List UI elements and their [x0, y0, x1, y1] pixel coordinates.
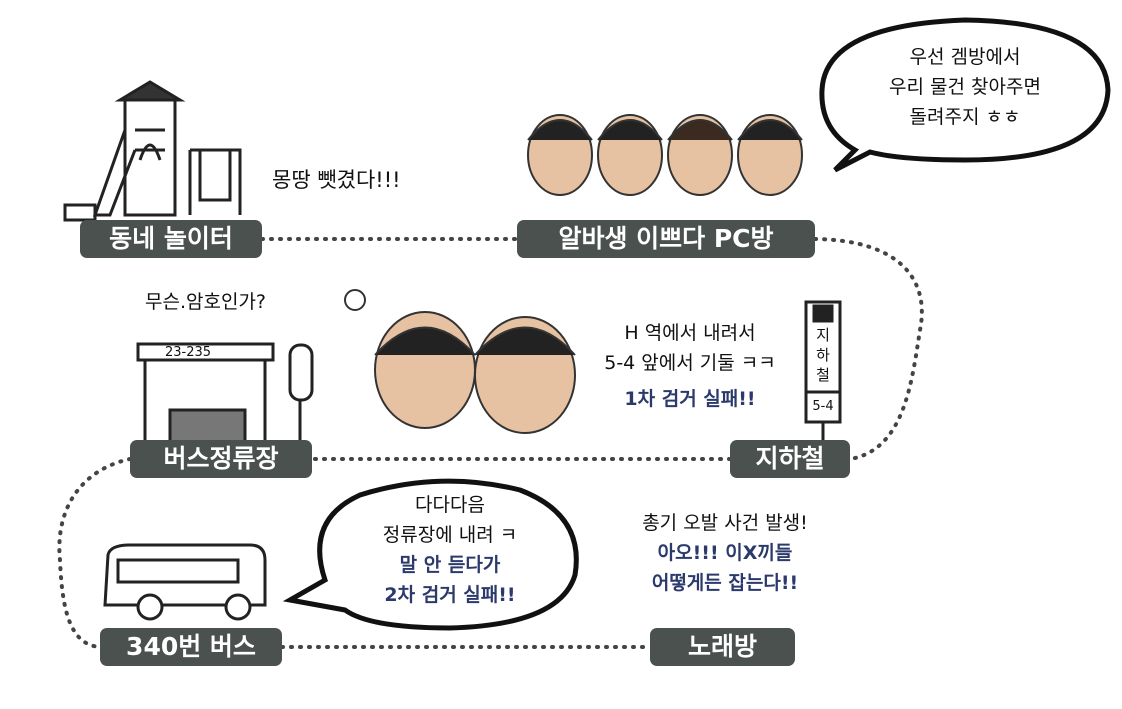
caption-code-question: 무슨.암호인가?	[145, 291, 267, 313]
caption-navy-line: 아오!!! 이X끼들	[657, 542, 793, 564]
caption-navy-line: 어떻게든 잡는다!!	[651, 572, 799, 594]
karaoke-caption: 총기 오발 사건 발생! 아오!!! 이X끼들 어떻게든 잡는다!!	[600, 508, 850, 598]
stop-bus-stop: 버스정류장	[130, 440, 312, 478]
bubble-line: 우선 겜방에서	[909, 46, 1021, 68]
bubble-line: 정류장에 내려 ㅋ	[382, 524, 518, 546]
bus-sign-number: 23-235	[165, 345, 212, 360]
dotted-route	[57, 237, 924, 649]
bus-icon	[103, 543, 267, 621]
playground-icon	[63, 80, 242, 222]
character-faces	[344, 114, 803, 434]
speech-bubble-pc	[819, 17, 1111, 173]
bubble-line: 다다다음	[415, 494, 485, 516]
caption-robbed: 몽땅 뺏겼다!!!	[272, 168, 401, 192]
stop-playground: 동네 놀이터	[80, 220, 262, 258]
subway-sign-text: 지하철	[816, 326, 830, 384]
subway-caption: H 역에서 내려서 5-4 앞에서 기둘 ㅋㅋ 1차 검거 실패!!	[585, 318, 795, 414]
subway-sign-icon	[804, 300, 842, 445]
stop-karaoke: 노래방	[650, 628, 795, 666]
caption-line: H 역에서 내려서	[624, 322, 756, 344]
stop-subway: 지하철	[730, 440, 850, 478]
bubble-fail-line: 2차 검거 실패!!	[384, 584, 516, 606]
caption-line: 총기 오발 사건 발생!	[642, 512, 808, 534]
pc-bubble-text: 우선 겜방에서 우리 물건 찾아주면 돌려주지 ㅎㅎ	[840, 42, 1090, 132]
bubble-line: 돌려주지 ㅎㅎ	[909, 106, 1021, 128]
caption-fail-1: 1차 검거 실패!!	[624, 388, 756, 410]
caption-line: 5-4 앞에서 기둘 ㅋㅋ	[604, 352, 776, 374]
stop-pc-room: 알바생 이쁘다 PC방	[517, 220, 815, 258]
speech-bubble-bus	[282, 478, 579, 631]
bus-bubble-text: 다다다음 정류장에 내려 ㅋ 말 안 듣다가 2차 검거 실패!!	[335, 490, 565, 610]
bus-stop-icon	[136, 342, 314, 447]
bubble-fail-line: 말 안 듣다가	[399, 554, 501, 576]
stop-bus-340: 340번 버스	[100, 628, 282, 666]
bubble-line: 우리 물건 찾아주면	[889, 76, 1041, 98]
subway-sign-number: 5-4	[812, 399, 834, 414]
